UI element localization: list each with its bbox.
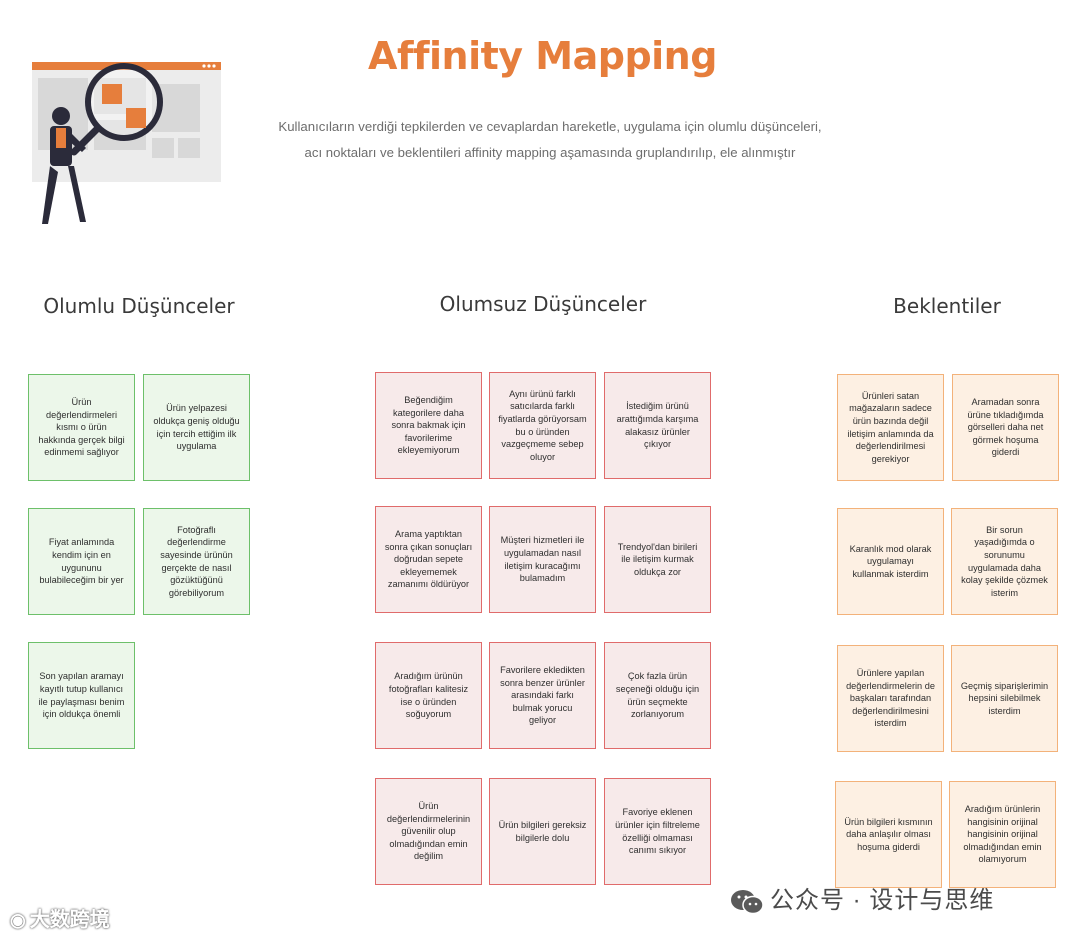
subtitle-line-2: acı noktaları ve beklentileri affinity m… [220,140,880,166]
sticky-note-positive: Son yapılan aramayı kayıtlı tutup kullan… [28,642,135,749]
sticky-note-positive: Ürün yelpazesi oldukça geniş olduğu için… [143,374,250,481]
sticky-note-negative: Çok fazla ürün seçeneği olduğu için ürün… [604,642,711,749]
sticky-note-expectation: Ürünleri satan mağazaların sadece ürün b… [837,374,944,481]
sticky-note-negative: Beğendiğim kategorilere daha sonra bakma… [375,372,482,479]
heading-negative: Olumsuz Düşünceler [393,292,693,316]
sticky-note-expectation: Bir sorun yaşadığımda o sorunumu uygulam… [951,508,1058,615]
sticky-note-negative: Aradığım ürünün fotoğrafları kalitesiz i… [375,642,482,749]
sticky-note-expectation: Aramadan sonra ürüne tıkladığımda görsel… [952,374,1059,481]
sticky-note-negative: Arama yaptıktan sonra çıkan sonuçları do… [375,506,482,613]
researcher-with-magnifier-illustration [28,56,228,232]
page-title: Affinity Mapping [0,34,1080,78]
heading-expectations: Beklentiler [797,294,1080,318]
sticky-note-negative: Favorilere ekledikten sonra benzer ürünl… [489,642,596,749]
sticky-note-negative: İstediğim ürünü arattığımda karşıma alak… [604,372,711,479]
sticky-note-negative: Ürün bilgileri gereksiz bilgilerle dolu [489,778,596,885]
subtitle-line-1: Kullanıcıların verdiği tepkilerden ve ce… [220,114,880,140]
watermark-right: 公众号 · 设计与思维 [730,880,994,916]
heading-positive: Olumlu Düşünceler [0,294,289,318]
wechat-icon [730,888,764,916]
sticky-note-negative: Trendyol'dan birileri ile iletişim kurma… [604,506,711,613]
sticky-note-expectation: Ürünlere yapılan değerlendirmelerin de b… [837,645,944,752]
sticky-note-expectation: Aradığım ürünlerin hangisinin orijinal h… [949,781,1056,888]
weibo-icon: ◉ [10,910,26,930]
sticky-note-positive: Fotoğraflı değerlendirme sayesinde ürünü… [143,508,250,615]
sticky-note-negative: Ürün değerlendirmelerinin güvenilir olup… [375,778,482,885]
sticky-note-expectation: Karanlık mod olarak uygulamayı kullanmak… [837,508,944,615]
sticky-note-negative: Favoriye eklenen ürünler için filtreleme… [604,778,711,885]
sticky-note-expectation: Ürün bilgileri kısmının daha anlaşılır o… [835,781,942,888]
sticky-note-positive: Fiyat anlamında kendim için en uygununu … [28,508,135,615]
sticky-note-positive: Ürün değerlendirmeleri kısmı o ürün hakk… [28,374,135,481]
sticky-note-negative: Müşteri hizmetleri ile uygulamadan nasıl… [489,506,596,613]
page-subtitle: Kullanıcıların verdiği tepkilerden ve ce… [220,114,880,166]
sticky-note-expectation: Geçmiş siparişlerimin hepsini silebilmek… [951,645,1058,752]
watermark-left: ◉大数跨境 [10,903,110,932]
sticky-note-negative: Aynı ürünü farklı satıcılarda farklı fiy… [489,372,596,479]
